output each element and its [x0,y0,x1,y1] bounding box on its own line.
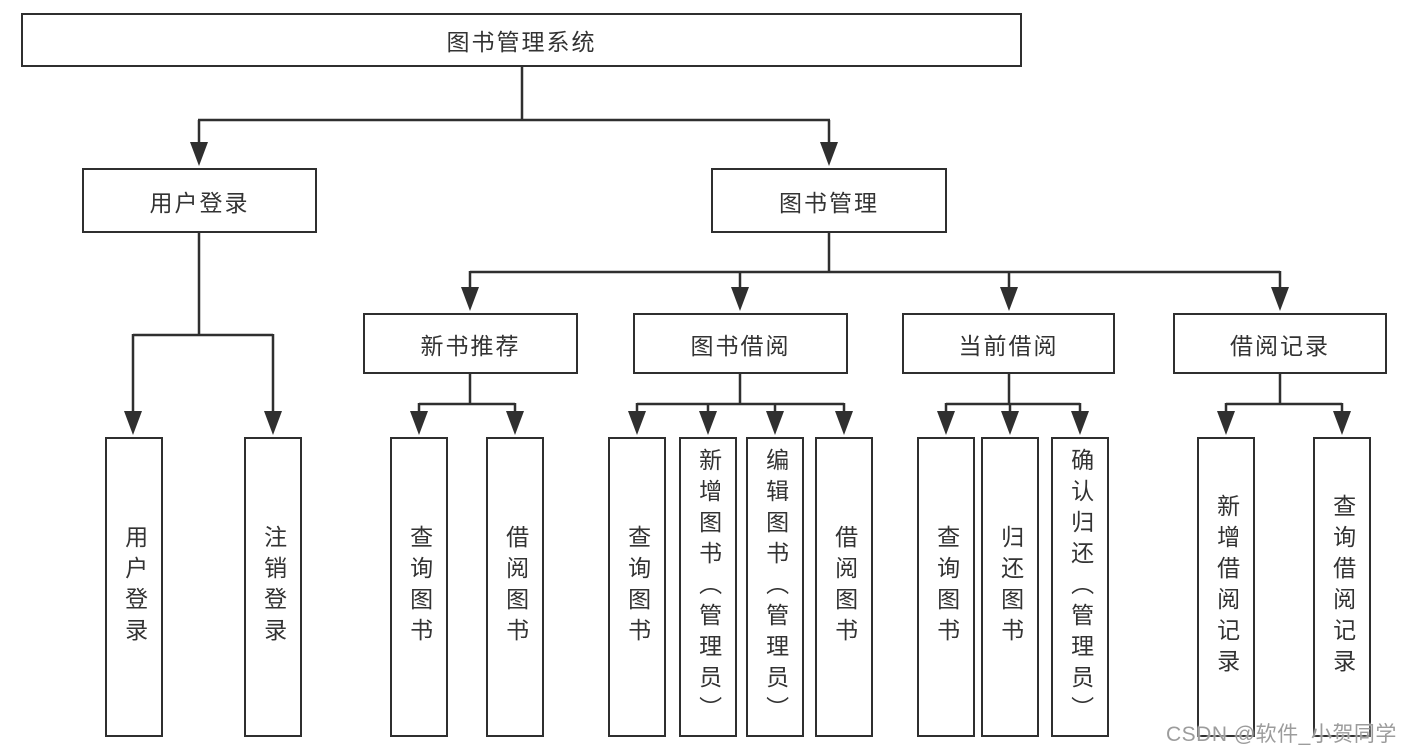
csdn-watermark: CSDN @软件_小贺同学 [1166,723,1397,746]
node-label: 借阅记录 [1230,332,1330,359]
node-label: 用户登录 [121,525,148,649]
arrowheads [124,142,1351,435]
node-user-login-action: 用户登录 [105,437,163,737]
node-query-borrow-record: 查询借阅记录 [1313,437,1371,737]
node-label: 归还图书 [997,525,1024,649]
node-query-books-recommend: 查询图书 [390,437,448,737]
node-query-books-current: 查询图书 [917,437,975,737]
node-label: 用户登录 [149,189,250,216]
node-edit-books-admin: 编辑图书（管理员） [746,437,804,737]
node-library-management-system: 图书管理系统 [21,13,1022,67]
node-logout-action: 注销登录 [244,437,302,737]
node-label: 确认归还（管理员） [1067,447,1094,727]
node-user-login: 用户登录 [82,168,317,233]
node-label: 注销登录 [260,525,287,649]
node-confirm-return-admin: 确认归还（管理员） [1051,437,1109,737]
node-borrowing-records: 借阅记录 [1173,313,1387,374]
node-label: 图书管理系统 [446,29,597,55]
node-current-borrowing: 当前借阅 [902,313,1115,374]
node-book-borrowing: 图书借阅 [633,313,848,374]
node-label: 借阅图书 [831,525,858,649]
node-label: 编辑图书（管理员） [762,447,789,727]
node-borrow-books-recommend: 借阅图书 [486,437,544,737]
node-return-books: 归还图书 [981,437,1039,737]
node-borrow-books-borrowing: 借阅图书 [815,437,873,737]
node-label: 新增借阅记录 [1213,494,1240,680]
node-label: 新增图书（管理员） [695,447,722,727]
node-label: 查询图书 [624,525,651,649]
node-add-books-admin: 新增图书（管理员） [679,437,737,737]
node-label: 查询图书 [406,525,433,649]
node-label: 查询借阅记录 [1329,494,1356,680]
node-label: 图书管理 [779,189,879,216]
node-new-book-recommendation: 新书推荐 [363,313,578,374]
node-label: 当前借阅 [958,332,1059,359]
node-label: 图书借阅 [690,332,791,359]
node-label: 借阅图书 [502,525,529,649]
node-add-borrow-record: 新增借阅记录 [1197,437,1255,737]
node-label: 查询图书 [933,525,960,649]
node-query-books-borrowing: 查询图书 [608,437,666,737]
node-label: 新书推荐 [420,332,521,359]
node-book-management: 图书管理 [711,168,947,233]
